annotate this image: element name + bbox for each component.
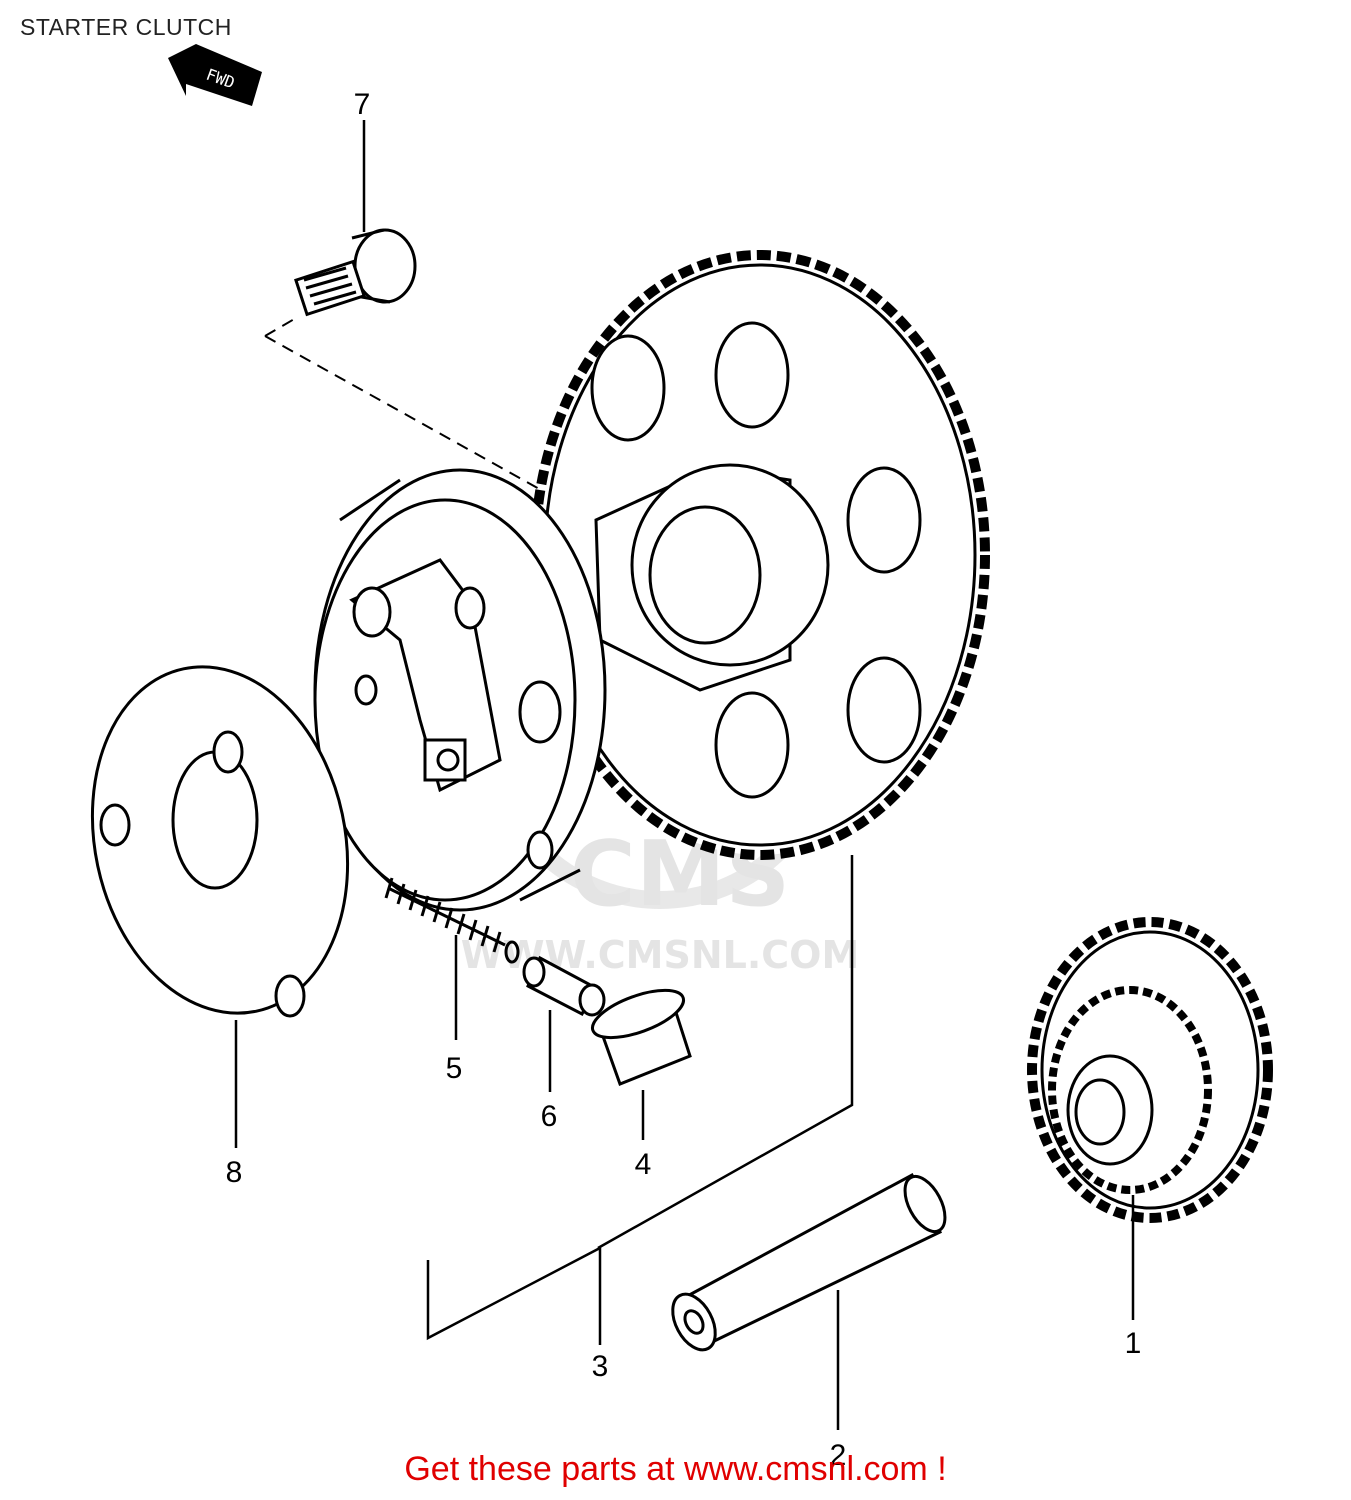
- roller-part-4: [590, 988, 692, 1086]
- footer-parts-link[interactable]: Get these parts at www.cmsnl.com !: [404, 1450, 947, 1488]
- shaft-part-2: [671, 1172, 947, 1352]
- callout-7: 7: [354, 88, 371, 121]
- clutch-plate-part-8: [90, 665, 350, 1018]
- diagram-title: STARTER CLUTCH: [20, 14, 232, 40]
- callout-4: 4: [635, 1148, 652, 1181]
- watermark-url: WWW.CMSNL.COM: [461, 933, 860, 977]
- idle-gear-part-1: [1027, 917, 1273, 1223]
- clutch-housing: [313, 468, 607, 912]
- callout-2: 2: [830, 1439, 847, 1472]
- callout-5: 5: [446, 1052, 463, 1085]
- roller-part-6: [522, 955, 606, 1017]
- large-starter-gear: [530, 250, 990, 860]
- bolt-leader-line: [264, 317, 596, 521]
- bolt-part-7: [294, 228, 417, 317]
- spring-part-5: [384, 877, 520, 964]
- callout-8: 8: [226, 1156, 243, 1189]
- callout-6: 6: [541, 1100, 558, 1133]
- callout-1: 1: [1125, 1327, 1142, 1360]
- forward-arrow-icon: FWD: [168, 44, 262, 106]
- callout-3: 3: [592, 1350, 609, 1383]
- leader-lines: [234, 120, 1135, 1430]
